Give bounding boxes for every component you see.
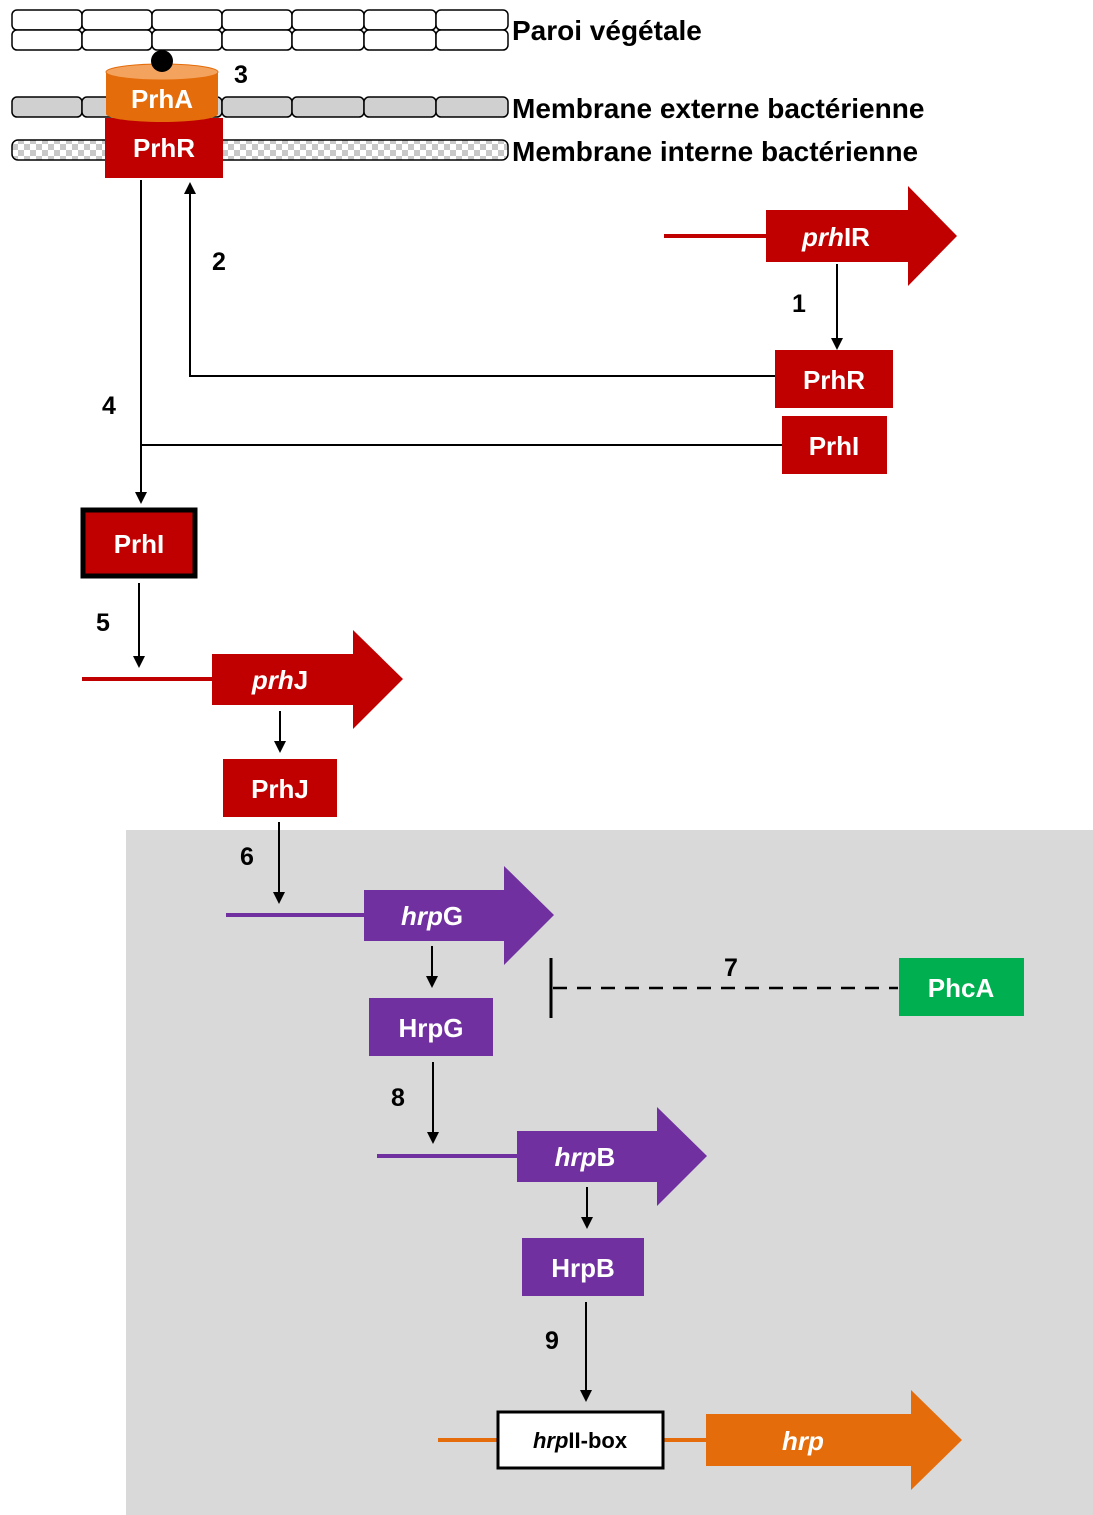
hrpB-translation-arrowhead <box>581 1217 593 1229</box>
inner-membrane-layer <box>11 139 509 161</box>
step-2-connector <box>189 192 775 377</box>
hrpG-gene-arrow <box>364 866 554 965</box>
hrpG-box <box>369 998 493 1056</box>
step-5-arrowhead <box>133 656 145 668</box>
hrpG-label: HrpG <box>399 1013 464 1043</box>
prhI-active-box <box>80 507 198 579</box>
step-8-arrowhead <box>427 1132 439 1144</box>
prhIR-italic: prh <box>801 222 844 252</box>
prhJ-rest: J <box>294 665 308 695</box>
outer-membrane-layer <box>11 96 509 118</box>
prhJ-italic: prh <box>251 665 294 695</box>
step-4-arrowhead <box>135 492 147 504</box>
hrpB-italic: hrp <box>555 1142 597 1172</box>
phcA-label: PhcA <box>928 973 995 1003</box>
prhR-membrane-label: PrhR <box>133 133 195 163</box>
step-7-label: 7 <box>724 954 738 982</box>
hrpB-gene-label: hrpB <box>555 1142 616 1172</box>
prhJ-gene-arrow <box>212 630 403 729</box>
step-2-arrowhead <box>184 182 196 194</box>
step-1-arrowhead <box>831 338 843 350</box>
hrpII-box-rest: II-box <box>568 1428 627 1453</box>
step-1-label: 1 <box>792 290 806 318</box>
hrpII-box-label: hrpII-box <box>533 1428 628 1453</box>
prhJ-translation-arrowhead <box>274 741 286 753</box>
prhI-active-label: PrhI <box>114 529 165 559</box>
prhJ-gene-label: prhJ <box>251 665 308 695</box>
hrpG-italic: hrp <box>401 901 443 931</box>
plant-wall-label: Paroi végétale <box>512 15 702 46</box>
prhIR-rest: IR <box>844 222 870 252</box>
hrpG-translation-arrowhead <box>426 976 438 988</box>
step-8-label: 8 <box>391 1084 405 1112</box>
ligand-dot <box>151 50 173 72</box>
prhJ-box <box>223 759 337 817</box>
step-3-label: 3 <box>234 61 248 89</box>
hrpG-gene-label: hrpG <box>401 901 463 931</box>
prhI-label: PrhI <box>809 431 860 461</box>
inner-membrane-label: Membrane interne bactérienne <box>512 136 918 167</box>
hrpB-rest: B <box>597 1142 616 1172</box>
step-9-label: 9 <box>545 1327 559 1355</box>
hrpB-gene-arrow <box>517 1107 707 1206</box>
prhI-box <box>782 416 887 474</box>
hrp-gene-label: hrp <box>782 1426 824 1456</box>
hrpB-label: HrpB <box>551 1253 615 1283</box>
phcA-box <box>899 958 1024 1016</box>
step-6-label: 6 <box>240 843 254 871</box>
prhJ-label: PrhJ <box>251 774 309 804</box>
hrpII-box-italic: hrp <box>533 1428 568 1453</box>
prhA-label: PrhA <box>131 84 193 114</box>
hrpII-box <box>496 1410 665 1470</box>
step-6-arrowhead <box>273 892 285 904</box>
prhR-box <box>775 350 893 408</box>
step-5-label: 5 <box>96 609 110 637</box>
prhIR-gene-label: prhIR <box>801 222 870 252</box>
hrpB-box <box>522 1238 644 1296</box>
plant-wall-layer <box>11 9 509 51</box>
hrpG-rest: G <box>443 901 463 931</box>
step-2-label: 2 <box>212 248 226 276</box>
outer-membrane-label: Membrane externe bactérienne <box>512 93 924 124</box>
prhR-label: PrhR <box>803 365 865 395</box>
prhR-membrane-box <box>105 118 223 178</box>
prhIR-gene-arrow <box>766 186 957 286</box>
step-9-arrowhead <box>580 1390 592 1402</box>
hrp-gene-arrow <box>706 1390 962 1490</box>
step-4-label: 4 <box>102 392 116 420</box>
hrp-italic: hrp <box>782 1426 824 1456</box>
